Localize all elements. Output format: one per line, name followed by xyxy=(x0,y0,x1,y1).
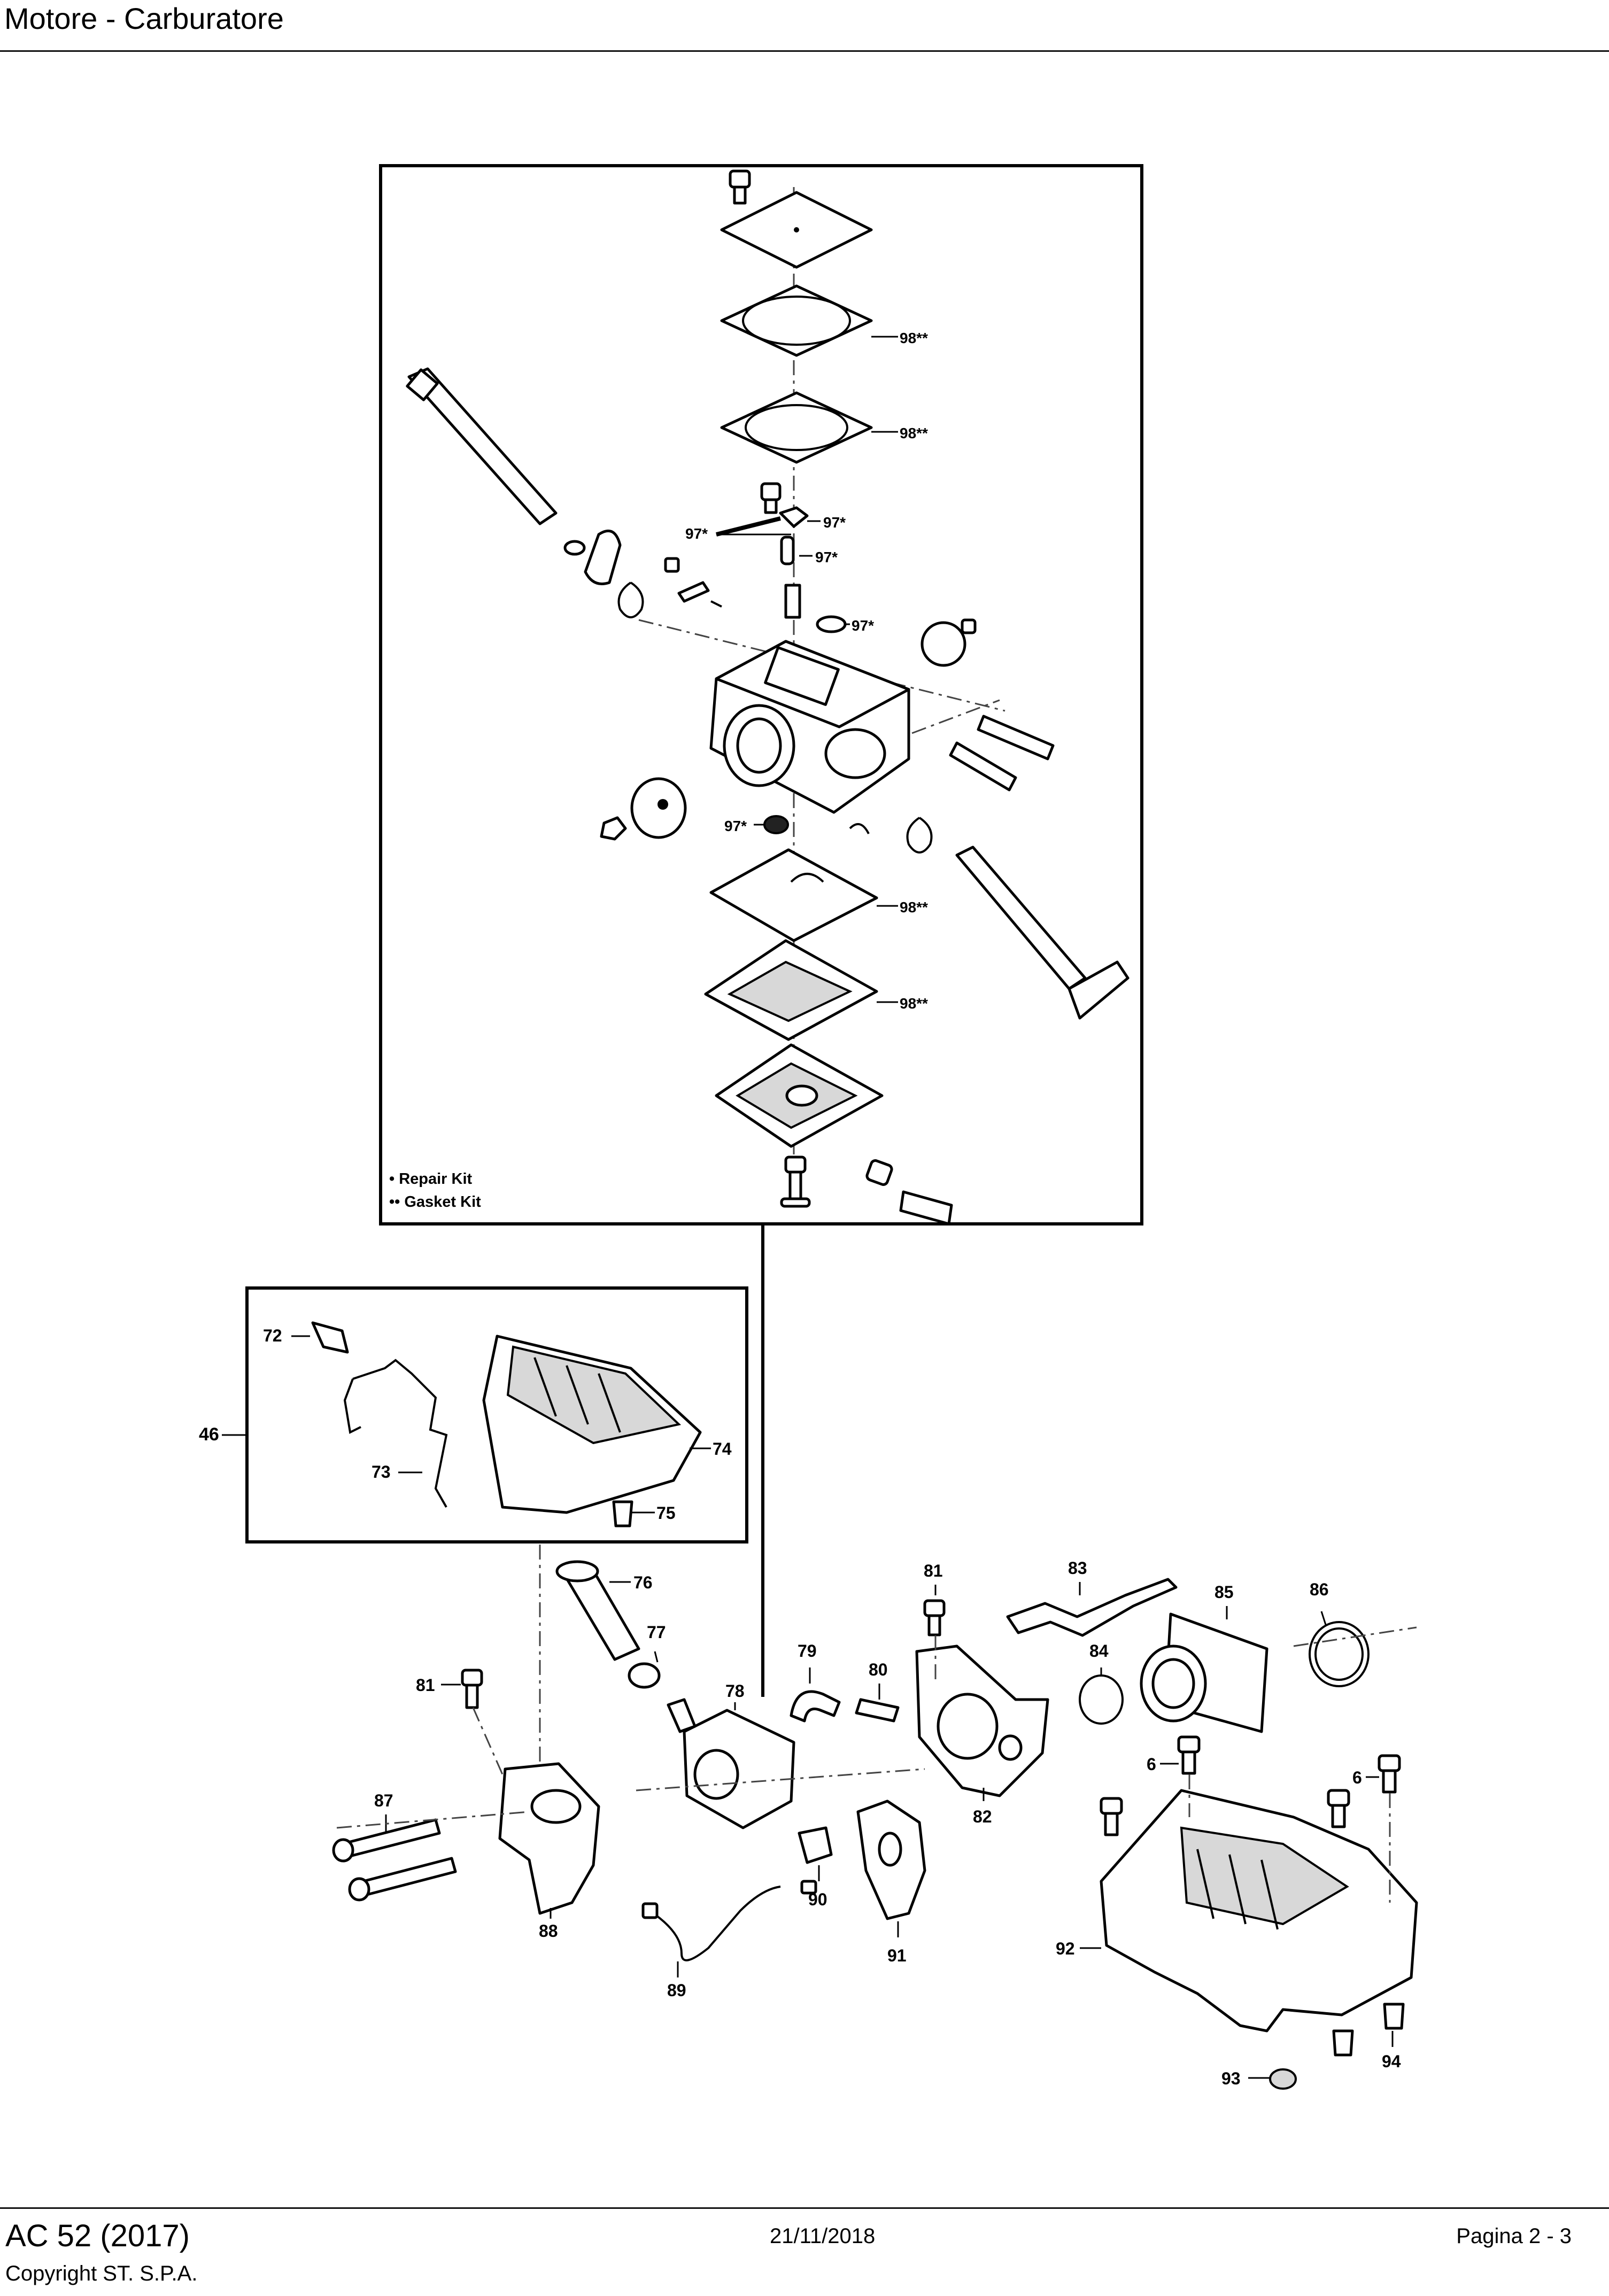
filter-pin xyxy=(311,1321,349,1354)
callout-92: 92 xyxy=(1056,1939,1075,1958)
callout-98-metering-gasket: 98** xyxy=(900,899,928,916)
callout-93: 93 xyxy=(1221,2069,1241,2088)
header-divider xyxy=(0,50,1609,52)
callout-94: 94 xyxy=(1382,2052,1401,2071)
callout-46: 46 xyxy=(199,1424,219,1445)
adjust-nut xyxy=(798,1826,833,1864)
screw-6-left xyxy=(1177,1735,1201,1754)
model-name: AC 52 (2017) xyxy=(5,2219,190,2253)
callout-73: 73 xyxy=(372,1462,391,1481)
screw-top xyxy=(729,169,751,205)
print-date: 21/11/2018 xyxy=(770,2224,876,2248)
cap-94-right xyxy=(1383,2003,1405,2030)
carb-adapter xyxy=(498,1762,600,1915)
callout-97-plug: 97* xyxy=(852,617,874,634)
cap-94-left xyxy=(1332,2029,1354,2057)
clamp-ring xyxy=(1079,1674,1124,1725)
callout-81-right: 81 xyxy=(924,1561,943,1580)
callout-98-metering-diaphragm: 98** xyxy=(900,995,928,1012)
page-title: Motore - Carburatore xyxy=(4,2,284,35)
callout-79: 79 xyxy=(798,1641,817,1661)
callout-97-needle: 97* xyxy=(685,525,708,542)
legend-gasket-kit: •• Gasket Kit xyxy=(389,1193,481,1211)
intake-manifold xyxy=(915,1645,1049,1797)
callout-76: 76 xyxy=(633,1573,653,1592)
air-filter-detail-frame xyxy=(245,1286,748,1543)
callout-72: 72 xyxy=(263,1326,282,1345)
callout-81-left: 81 xyxy=(416,1676,435,1695)
callout-6-right: 6 xyxy=(1352,1768,1362,1787)
air-filter-housing xyxy=(482,1335,702,1514)
filter-nut xyxy=(612,1500,633,1527)
callout-91: 91 xyxy=(887,1946,907,1965)
bolt-87-lower xyxy=(358,1857,457,1897)
callout-85: 85 xyxy=(1215,1583,1234,1602)
callout-89: 89 xyxy=(667,1981,686,2000)
callout-90: 90 xyxy=(808,1890,827,1909)
throttle-shaft xyxy=(406,367,558,525)
callout-77: 77 xyxy=(647,1623,666,1642)
callout-98-gasket: 98** xyxy=(900,425,928,441)
drain-plug xyxy=(1269,2068,1297,2090)
screw-6-right xyxy=(1378,1754,1401,1772)
intake-plate xyxy=(1140,1612,1268,1733)
carburetor-assembly xyxy=(667,1698,795,1829)
footer-divider xyxy=(0,2207,1609,2209)
callout-75: 75 xyxy=(656,1503,676,1523)
throttle-bracket xyxy=(1006,1578,1178,1637)
callout-97-lever: 97* xyxy=(823,514,846,531)
pump-gasket xyxy=(720,391,873,464)
callout-87: 87 xyxy=(374,1791,393,1810)
carburetor-body xyxy=(709,640,910,814)
callout-86: 86 xyxy=(1310,1580,1329,1599)
crankcase xyxy=(1100,1789,1418,2033)
callout-82: 82 xyxy=(973,1807,992,1826)
ground-wire xyxy=(648,1886,781,1961)
callout-6-left: 6 xyxy=(1147,1755,1156,1774)
o-ring xyxy=(1309,1621,1370,1687)
filter-clip xyxy=(352,1359,448,1508)
metering-gasket xyxy=(709,848,878,942)
bolt-81-left xyxy=(461,1669,483,1687)
callout-98-diaphragm: 98** xyxy=(900,330,928,346)
callout-80: 80 xyxy=(869,1660,888,1679)
fuel-hose xyxy=(790,1690,841,1723)
choke-bracket xyxy=(856,1799,926,1920)
callout-74: 74 xyxy=(713,1439,732,1459)
callout-78: 78 xyxy=(725,1681,745,1701)
callout-97-screen: 97* xyxy=(724,818,747,834)
callout-97-valve: 97* xyxy=(815,549,838,565)
callout-83: 83 xyxy=(1068,1558,1087,1578)
legend-repair-kit: • Repair Kit xyxy=(389,1170,473,1188)
grommet xyxy=(628,1662,661,1689)
impulse-hose xyxy=(855,1698,900,1723)
bolt-81-right xyxy=(923,1599,946,1617)
callout-84: 84 xyxy=(1089,1641,1109,1661)
page-number: Pagina 2 - 3 xyxy=(1456,2224,1572,2248)
bolt-87-upper xyxy=(341,1818,441,1859)
callout-88: 88 xyxy=(539,1921,558,1941)
copyright: Copyright ST. S.P.A. xyxy=(5,2262,198,2285)
